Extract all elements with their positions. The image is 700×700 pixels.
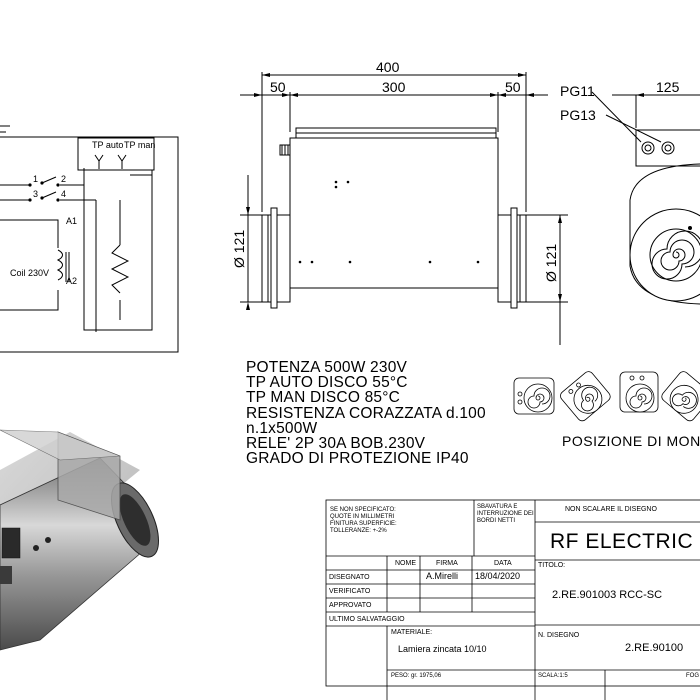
dim-side-width: 125: [656, 79, 680, 95]
label-tp-man: TP man: [124, 140, 155, 150]
isometric-view: [0, 429, 159, 651]
materiale-label: MATERIALE:: [391, 629, 433, 636]
label-term-3: 3: [33, 189, 38, 199]
dim-overall: 400: [376, 59, 400, 75]
titolo-value: 2.RE.901003 RCC-SC: [552, 589, 663, 601]
thermostat-box: [77, 137, 155, 171]
title-block-grid: [325, 499, 700, 700]
spec-count: n.1x500W: [246, 419, 318, 437]
disegno-value: 2.RE.90100: [625, 642, 684, 654]
label-pg13: PG13: [560, 107, 596, 123]
title-no-scale: NON SCALARE IL DISEGNO: [565, 506, 657, 513]
relay-coil: [56, 249, 63, 281]
mount-pos-1: [513, 377, 555, 415]
dim-diam-left: Ø 121: [231, 230, 247, 268]
row-ultimo: ULTIMO SALVATAGGIO: [329, 616, 405, 623]
label-a2: A2: [66, 276, 77, 286]
disegno-label: N. DISEGNO: [538, 632, 580, 639]
gland-pg13: [661, 141, 675, 155]
col-firma: FIRMA: [436, 560, 458, 567]
wiring-schematic: [0, 125, 179, 353]
label-coil: Coil 230V: [10, 268, 49, 278]
peso-label: PESO: gr. 1975,06: [391, 673, 442, 679]
gland-pg11: [641, 141, 655, 155]
right-gasket: [510, 207, 518, 309]
schematic-frame: [0, 136, 179, 353]
label-term-2: 2: [61, 174, 66, 184]
foglio-label: FOG: [686, 673, 699, 679]
spec-list: POTENZA 500W 230V TP AUTO DISCO 55°C TP …: [246, 359, 486, 468]
front-view: [240, 72, 568, 345]
col-data: DATA: [494, 560, 512, 567]
label-a1: A1: [66, 216, 77, 226]
data-value: 18/04/2020: [475, 571, 521, 581]
spec-relay: RELE' 2P 30A BOB.230V: [246, 435, 426, 453]
side-view: [591, 91, 700, 305]
label-tp-auto: TP auto: [92, 140, 123, 150]
heater-spiral: [651, 230, 700, 280]
row-approvato: APPROVATO: [329, 602, 372, 609]
spec-ip-rating: GRADO DI PROTEZIONE IP40: [246, 450, 469, 468]
firma-value: A.Mirelli: [426, 571, 459, 581]
body-rivets: [298, 180, 480, 264]
row-verificato: VERIFICATO: [329, 588, 371, 595]
spec-resistor: RESISTENZA CORAZZATA d.100: [246, 404, 486, 422]
materiale-value: Lamiera zincata 10/10: [398, 644, 487, 654]
mount-pos-2: [560, 371, 611, 422]
dim-arrows: [246, 73, 562, 310]
label-term-4: 4: [61, 189, 66, 199]
title-project-name: RF ELECTRIC S: [550, 530, 700, 553]
scala-label: SCALA:1:5: [538, 673, 568, 679]
label-term-1: 1: [33, 174, 38, 184]
title-spec-note: SE NON SPECIFICATO: QUOTE IN MILLIMETRI …: [330, 507, 397, 534]
dim-right: 50: [505, 79, 521, 95]
mount-pos-4: [661, 371, 700, 422]
dim-diam-right: Ø 121: [543, 244, 559, 282]
schematic-dots: [28, 181, 60, 202]
duct-body: [289, 137, 499, 289]
wire-loop: [83, 170, 153, 331]
mount-pos-3: [619, 371, 659, 413]
mounting-position-label: POSIZIONE DI MON: [562, 433, 700, 449]
dim-middle: 300: [382, 79, 406, 95]
spec-power: POTENZA 500W 230V: [246, 359, 408, 376]
relay-core: [65, 252, 70, 282]
left-gasket: [270, 207, 278, 309]
titolo-label: TITOLO:: [538, 562, 566, 569]
heater-resistor: [110, 244, 130, 294]
dim-left: 50: [270, 79, 286, 95]
spec-tp-auto: TP AUTO DISCO 55°C: [246, 374, 408, 392]
spec-tp-man: TP MAN DISCO 85°C: [246, 389, 401, 407]
label-pg11: PG11: [560, 83, 595, 99]
mounting-positions: [513, 371, 700, 422]
row-disegnato: DISEGNATO: [329, 574, 370, 581]
col-nome: NOME: [395, 560, 416, 567]
title-deburr-note: SBAVATURA E INTERRUZIONE DEI BORDI NETTI: [477, 504, 534, 524]
